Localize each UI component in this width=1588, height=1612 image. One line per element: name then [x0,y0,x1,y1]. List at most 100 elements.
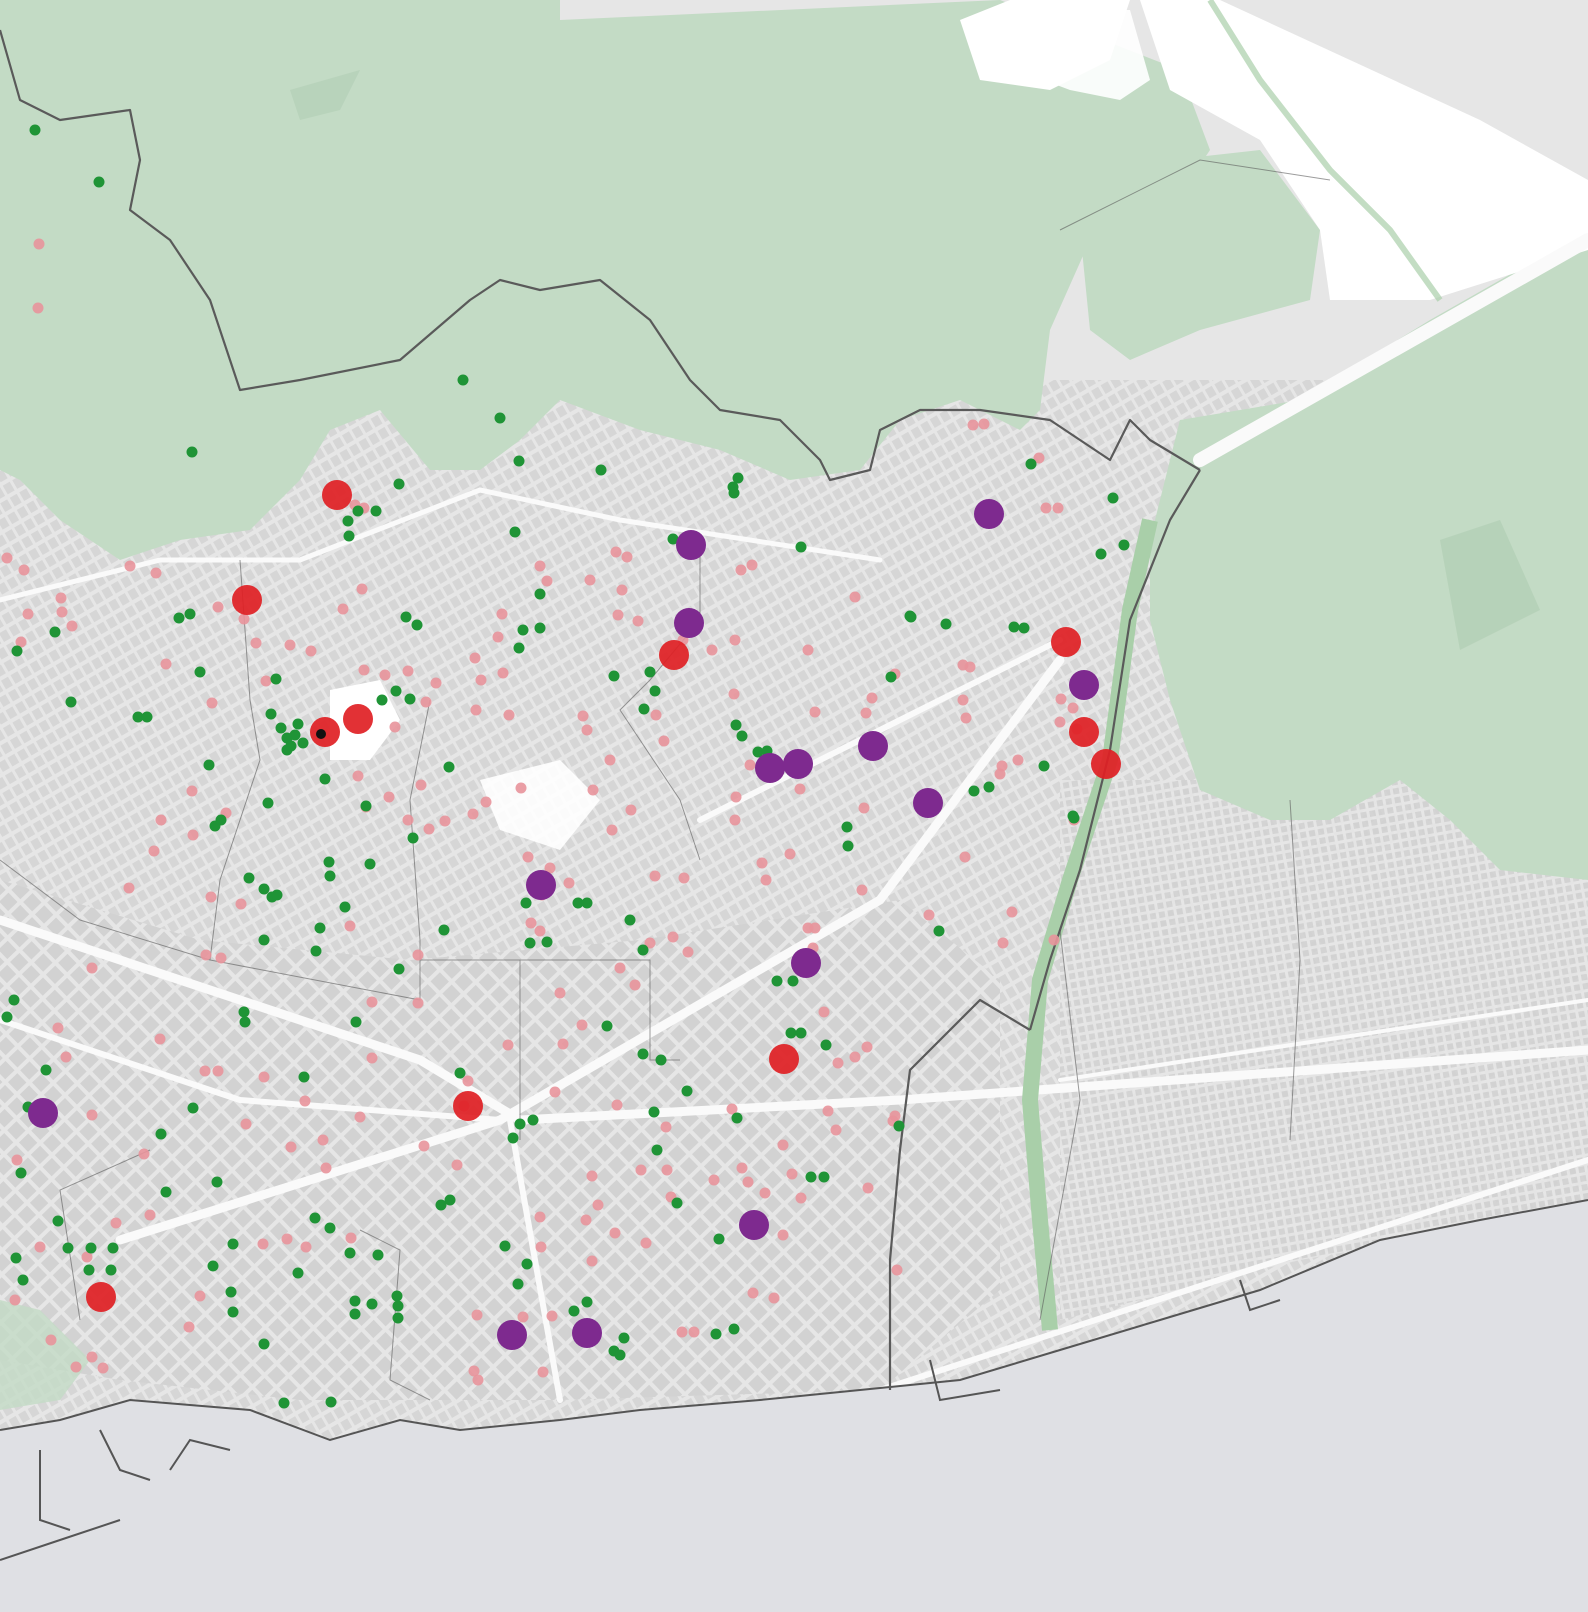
green-marker [52,1215,64,1227]
pink-marker [305,645,317,657]
green-marker [728,1323,740,1335]
green-marker [514,1118,526,1130]
sub-district-boundaries [0,159,1331,1401]
pink-marker [60,1051,72,1063]
red-marker [1051,627,1081,657]
pink-marker [849,591,861,603]
pink-marker [402,665,414,677]
purple-marker [858,731,888,761]
green-marker [11,645,23,657]
pink-marker [235,898,247,910]
sea [0,1200,1588,1612]
pink-marker [467,808,479,820]
pink-marker [471,1309,483,1321]
urban-blocks-east [1060,780,1588,1320]
green-marker [752,746,764,758]
purple-marker [497,1320,527,1350]
purple-marker [572,1318,602,1348]
pink-marker [32,302,44,314]
green-marker [534,588,546,600]
purple-marker [28,1098,58,1128]
pink-marker [586,1170,598,1182]
pink-marker [1048,934,1060,946]
green-marker [194,666,206,678]
pink-marker [366,1052,378,1064]
purple-marker [676,530,706,560]
green-marker [310,945,322,957]
green-marker [638,703,650,715]
pink-marker [415,779,427,791]
pink-marker [856,884,868,896]
pink-marker [747,1287,759,1299]
park-montjuic [0,1300,90,1410]
green-marker [732,472,744,484]
green-marker [644,666,656,678]
pink-marker [402,814,414,826]
pink-marker [549,1086,561,1098]
pink-marker [430,677,442,689]
pink-marker [34,1241,46,1253]
marker-layer-red [86,480,1121,1312]
green-marker [349,1308,361,1320]
green-marker [227,1306,239,1318]
pink-marker [383,791,395,803]
pink-marker [56,606,68,618]
green-marker [601,1020,613,1032]
green-marker [457,374,469,386]
pink-marker [858,802,870,814]
purple-marker [1069,670,1099,700]
pink-marker [138,1148,150,1160]
green-marker [258,934,270,946]
green-marker [710,1328,722,1340]
pink-marker [515,782,527,794]
green-marker [132,711,144,723]
purple-marker [974,499,1004,529]
pink-marker [257,1238,269,1250]
pink-marker [187,829,199,841]
green-marker [624,914,636,926]
green-marker [350,1016,362,1028]
green-marker [407,832,419,844]
pink-marker [344,920,356,932]
pink-marker [729,634,741,646]
park-besos-hills [1150,230,1588,880]
pink-marker [212,601,224,613]
green-marker [983,781,995,793]
green-marker [289,729,301,741]
green-marker [278,1397,290,1409]
pink-marker [866,692,878,704]
green-marker [435,1199,447,1211]
green-marker [581,897,593,909]
pink-marker [22,608,34,620]
pink-marker [462,1075,474,1087]
green-marker [271,889,283,901]
pink-marker [1052,502,1064,514]
pink-marker [299,1095,311,1107]
red-marker [232,585,262,615]
pink-marker [640,1237,652,1249]
pink-marker [614,962,626,974]
green-marker [731,1112,743,1124]
pink-marker [11,1154,23,1166]
pink-marker [632,615,644,627]
river-canal [1207,0,1443,302]
pink-marker [644,937,656,949]
green-marker [637,944,649,956]
green-marker [618,1332,630,1344]
green-marker [1018,622,1030,634]
green-marker [265,708,277,720]
red-marker [1091,749,1121,779]
purple-marker [791,948,821,978]
green-marker [520,897,532,909]
pink-marker [155,814,167,826]
green-marker [62,1242,74,1254]
pink-marker [742,1176,754,1188]
pink-marker [534,1211,546,1223]
green-marker [438,924,450,936]
pink-marker [337,603,349,615]
marker-layer-purple [28,499,1099,1350]
pink-marker [492,631,504,643]
pink-marker [124,560,136,572]
green-marker [352,505,364,517]
pink-marker [860,707,872,719]
